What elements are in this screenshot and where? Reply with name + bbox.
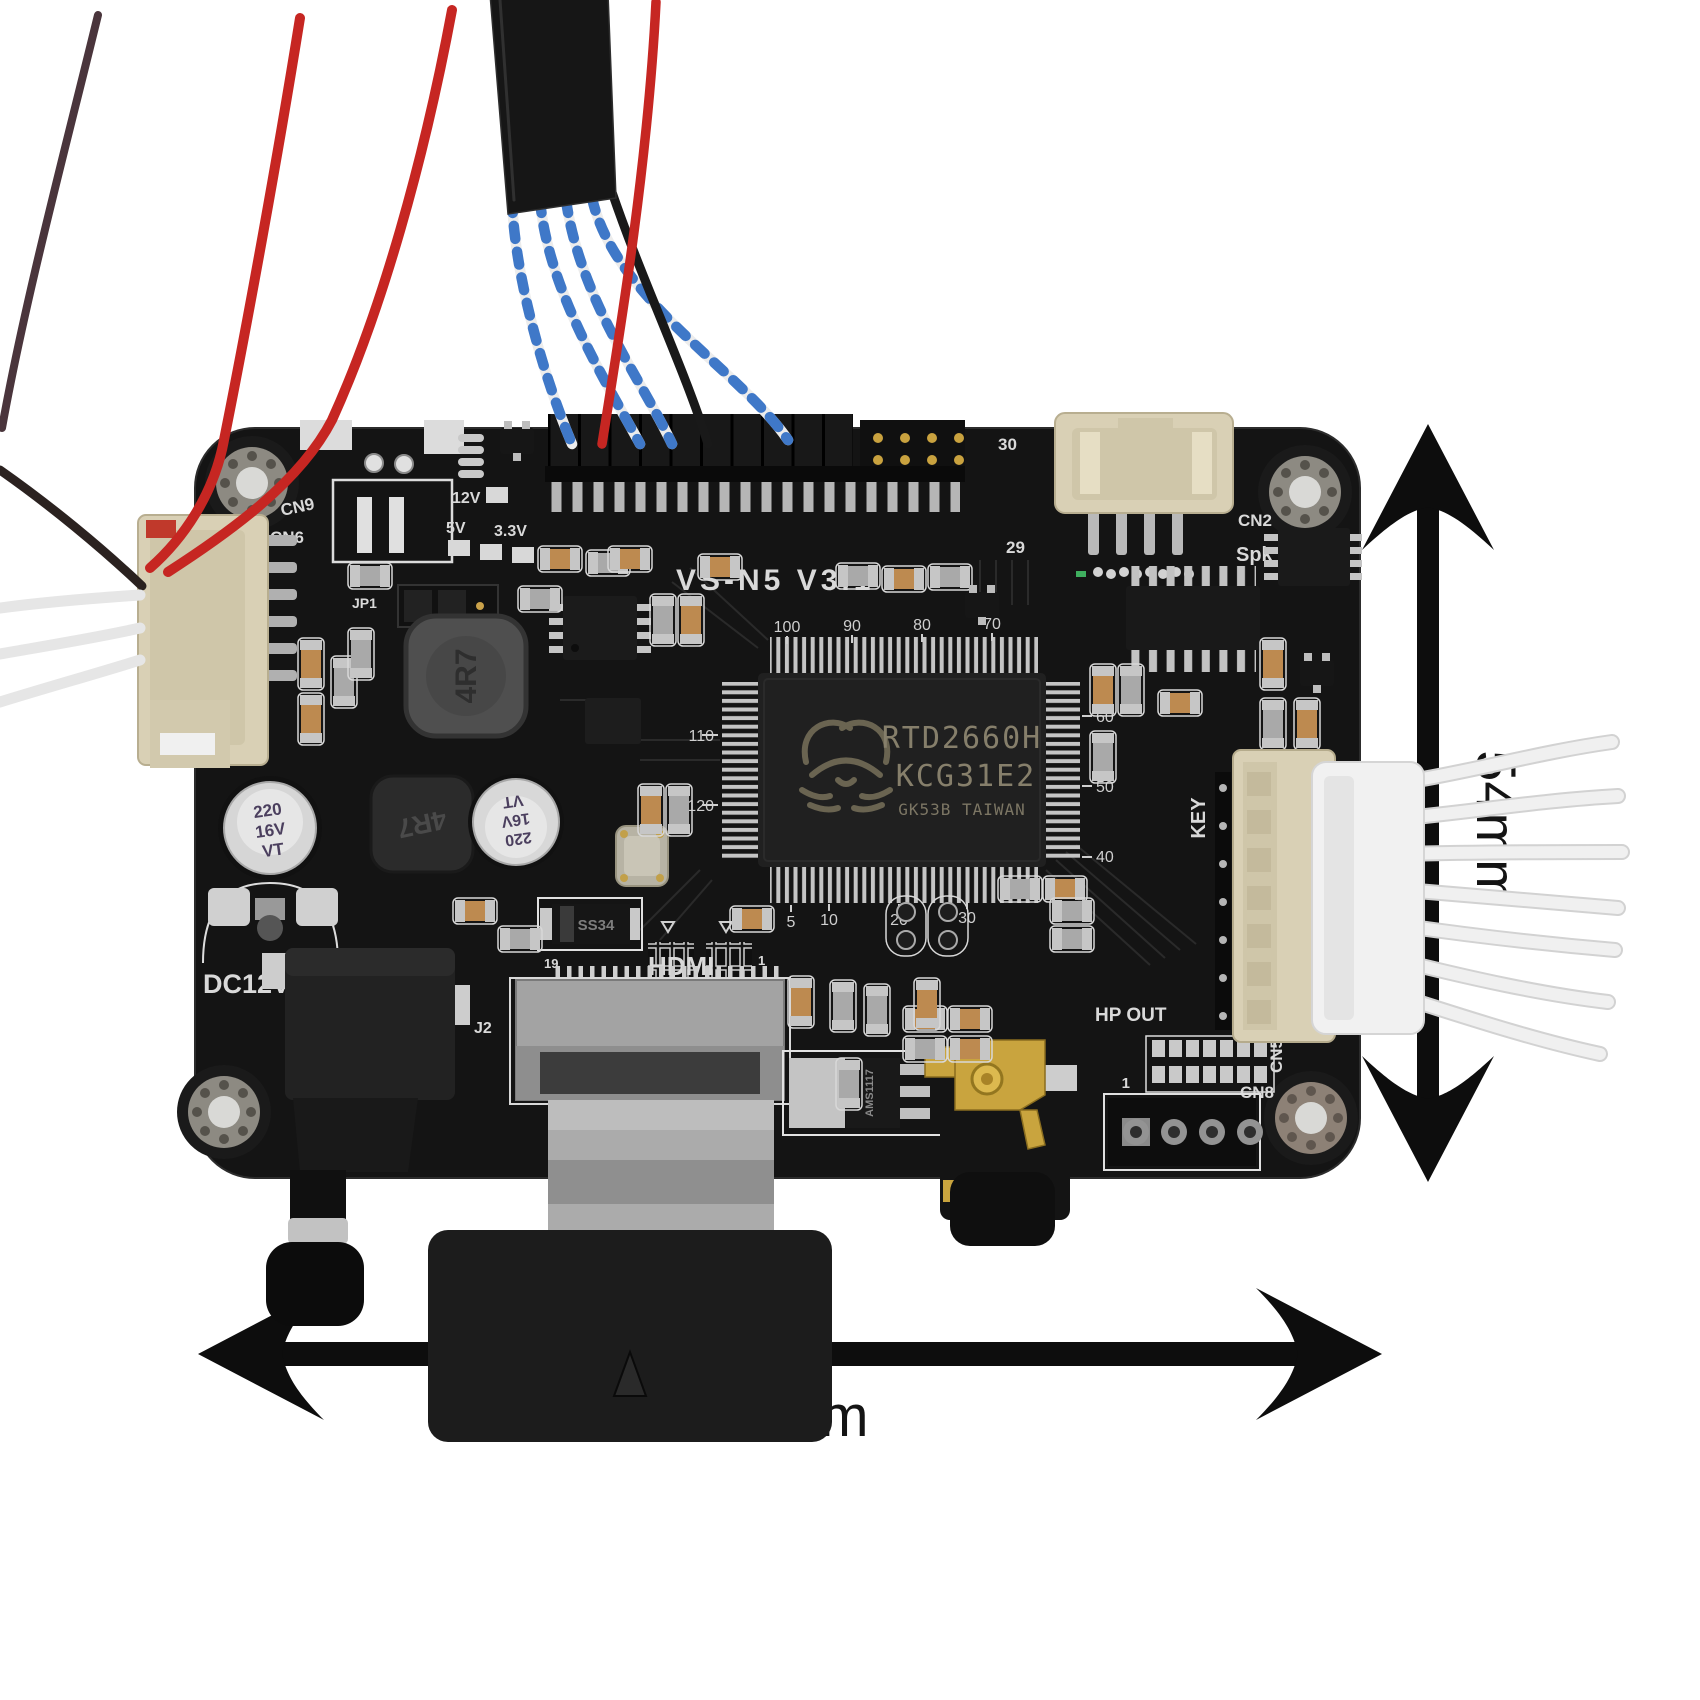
top-wires — [0, 0, 794, 708]
ss34-diode: SS34 — [537, 897, 643, 951]
soic14-ic — [1076, 566, 1260, 672]
j2-label: J2 — [474, 1020, 492, 1037]
mounting-hole-bottom-left — [177, 1065, 271, 1159]
crystal-oscillator — [615, 825, 669, 887]
pin-label-40: 40 — [1096, 849, 1114, 866]
jp1-label: JP1 — [352, 595, 377, 611]
power-inductor-2: 4R7 — [369, 774, 475, 874]
black-wire-left — [0, 465, 147, 591]
hp-out-label: HP OUT — [1095, 1005, 1167, 1026]
dc-jack-area: DC12V J1 — [202, 881, 470, 1100]
hdmi-connector-area: HDMI 19 1 J2 — [474, 951, 791, 1105]
pin-label-10: 10 — [820, 912, 838, 929]
rtd2660h-chip: RTD2660H KCG31E2 GK53B TAIWAN — [722, 637, 1080, 903]
small-ic — [585, 698, 641, 744]
cap2-value: 220 — [504, 828, 533, 849]
hp-jack-below-board — [950, 1172, 1055, 1246]
cap2-voltage: 16V — [500, 809, 531, 830]
white-wires-left — [0, 589, 146, 708]
regulator-marking: AMS1117 — [864, 1069, 876, 1117]
cn8-label: CN8 — [1240, 1083, 1274, 1102]
maroon-wire — [0, 11, 102, 432]
hdmi-pin1-label: 1 — [758, 953, 765, 968]
cn6-backlight-connector — [137, 514, 297, 768]
cn5-label: CN5 — [1267, 1039, 1286, 1073]
copper-traces — [560, 560, 1197, 966]
chip-lot-code: KCG31E2 — [896, 759, 1036, 794]
pin29-label: 29 — [1006, 538, 1025, 557]
cap1-series: VT — [261, 839, 286, 861]
chip-pin-numbers: 100 90 80 70 110 120 60 50 40 5 10 20 30 — [687, 616, 1114, 931]
chip-origin: GK53B TAIWAN — [898, 800, 1026, 819]
cap1-voltage: 16V — [254, 819, 287, 842]
inductor1-value: 4R7 — [450, 648, 483, 703]
soic8-ic-mid — [549, 596, 651, 660]
12v-label: 12V — [452, 490, 481, 507]
cn8-header-area: 1 CN8 CN5 — [1103, 1035, 1286, 1171]
red-wire-bundle — [597, 0, 661, 449]
pin-label-120: 120 — [687, 798, 714, 815]
5v-label: 5V — [446, 520, 466, 537]
electrolytic-cap-2: 220 16V VT — [468, 774, 564, 870]
3v3-label: 3.3V — [494, 523, 527, 540]
hdmi-plug-below-board — [428, 1100, 832, 1442]
realtek-crab-logo — [799, 719, 893, 813]
pin-label-30: 30 — [958, 910, 976, 927]
pin-label-5: 5 — [787, 914, 796, 931]
cn5-key-connector — [1215, 749, 1336, 1043]
cap1-value: 220 — [252, 799, 283, 822]
pin-label-110: 110 — [688, 728, 714, 745]
hdmi-molded-arrow — [612, 1349, 648, 1397]
dc-plug-below-board — [266, 1098, 418, 1326]
diode-marking: SS34 — [578, 917, 615, 934]
regulator-area: AMS1117 — [782, 1050, 984, 1136]
cable-sleeve — [489, 0, 617, 215]
pin-label-50: 50 — [1096, 779, 1114, 796]
cap2-series: VT — [501, 791, 524, 811]
key-cable-assembly — [1311, 734, 1630, 1062]
voltage-select-area: 12V 5V 3.3V — [446, 421, 534, 563]
electrolytic-cap-1: 220 16V VT — [218, 776, 322, 880]
pin-label-90: 90 — [843, 618, 861, 635]
lvds-twisted-pairs — [506, 192, 794, 450]
pin-label-100: 100 — [774, 619, 801, 636]
pin-label-80: 80 — [913, 617, 931, 634]
pcb-board: CN9 CN6 12V 5V 3.3V JP1 — [137, 412, 1362, 1220]
red-wire-1 — [145, 13, 305, 573]
mounting-hole-bottom-right — [1264, 1071, 1358, 1165]
cn8-pin1-label: 1 — [1122, 1075, 1130, 1092]
chip-part-number: RTD2660H — [882, 721, 1043, 756]
power-inductor-1: 4R7 — [403, 613, 529, 739]
soic8-ic-right — [1264, 528, 1362, 586]
pin-label-70: 70 — [983, 616, 1001, 633]
key-label: KEY — [1188, 797, 1210, 839]
cn2-speaker-connector: CN2 Spk out — [1054, 412, 1310, 579]
cn2-label: CN2 — [1238, 511, 1272, 530]
red-wire-2 — [163, 5, 457, 577]
pin30-label: 30 — [998, 435, 1017, 454]
mounting-hole-top-right — [1258, 445, 1352, 539]
